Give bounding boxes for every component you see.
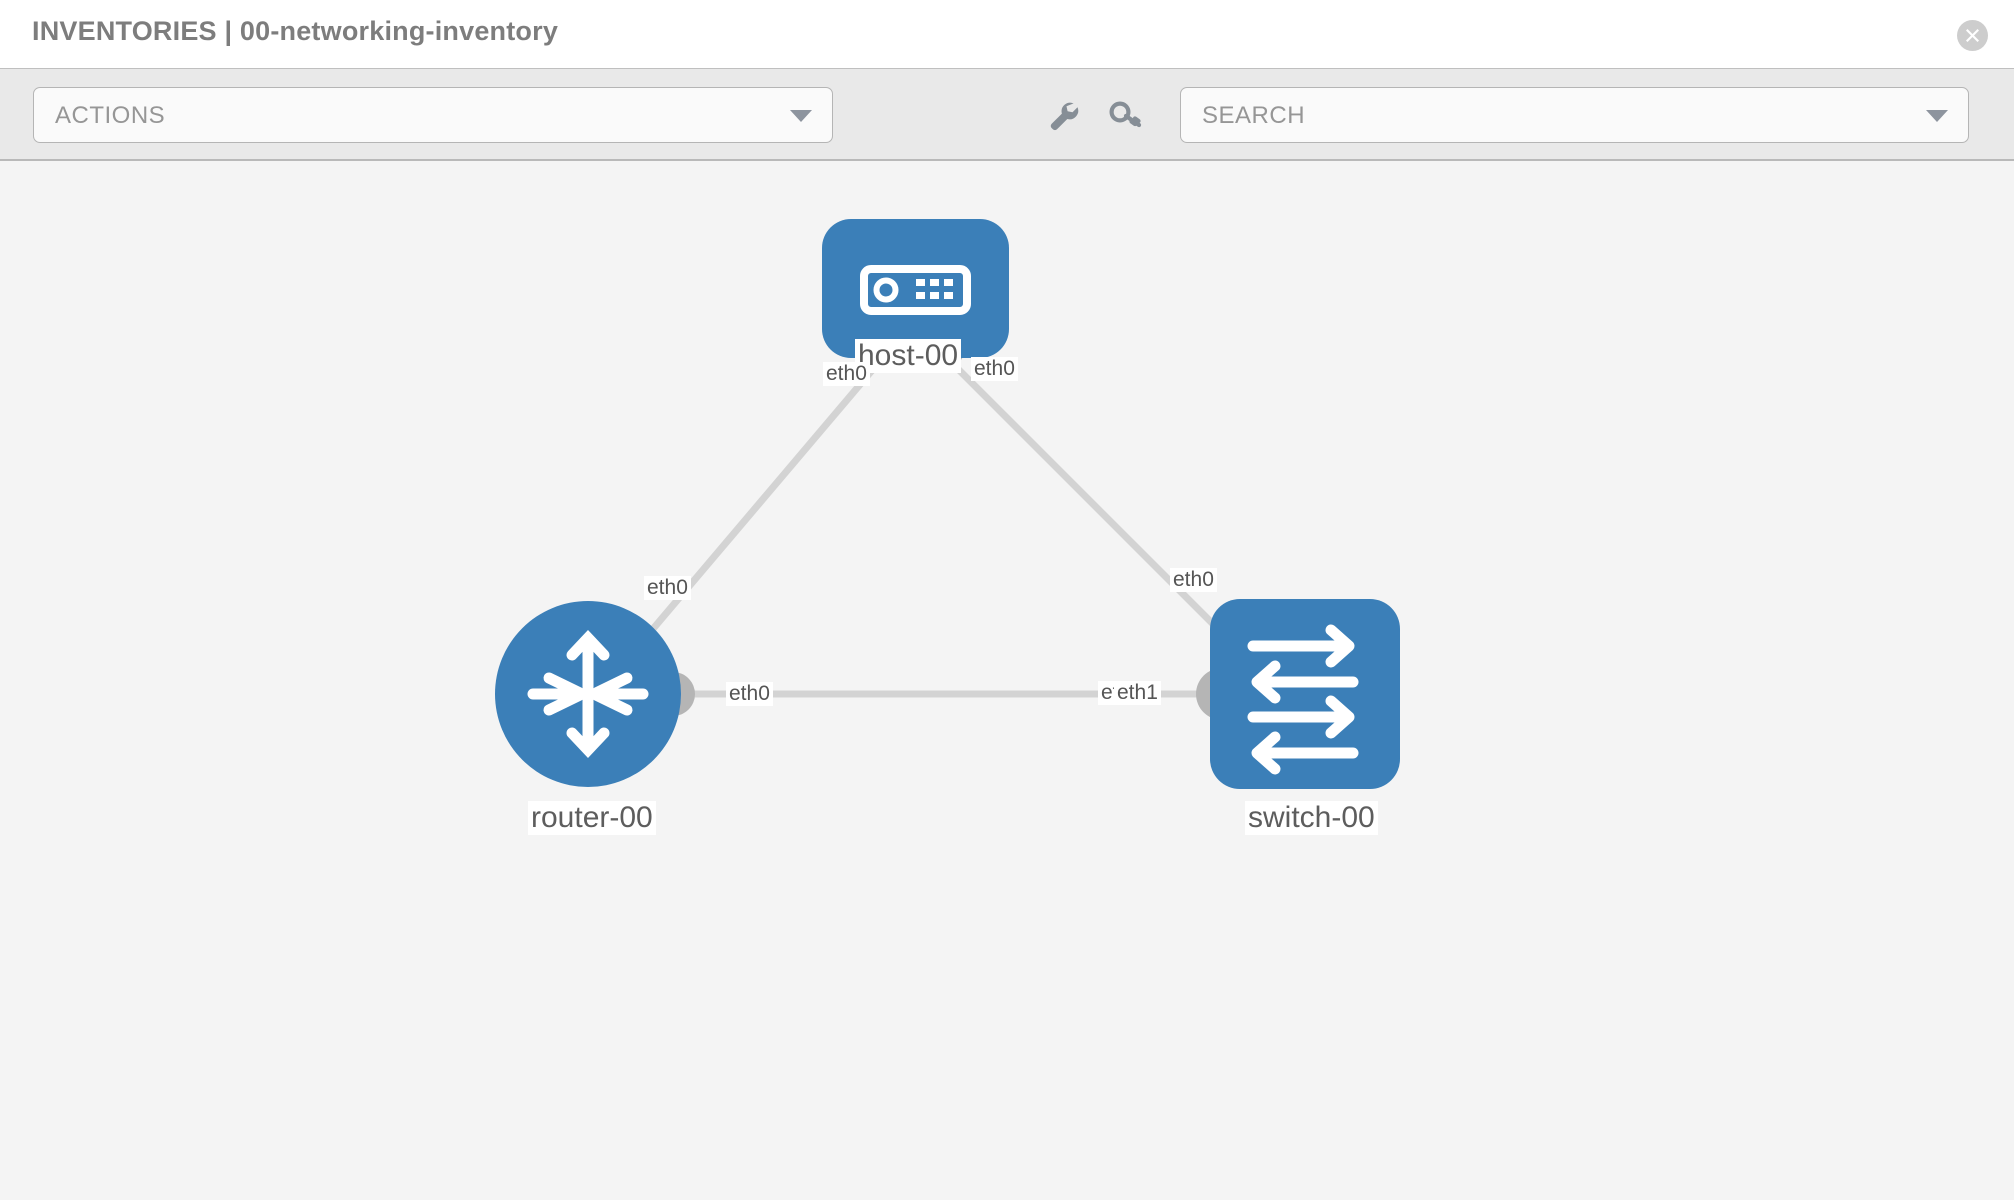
search-input[interactable]: SEARCH [1180,87,1969,143]
topology-canvas[interactable]: host-00 router-00 switch-00 eth0 eth0 et… [0,161,2014,1200]
node-host-00[interactable] [822,219,1009,358]
interface-label-router00-eth0: eth0 [726,682,773,707]
interface-label-switch00-eth0-uplink: eth0 [1170,568,1217,593]
topology-graph [495,219,1400,789]
toolbar: ACTIONS SEARCH [0,68,2014,161]
node-router-00[interactable] [495,601,681,787]
switch-arrows-icon [1247,624,1359,775]
key-icon [1109,101,1142,128]
node-label-router-00: router-00 [528,801,656,835]
router-arrows-icon [527,629,649,759]
node-switch-00[interactable] [1210,599,1400,789]
link-group [627,358,1253,698]
interface-label-host00-eth0-right: eth0 [971,357,1018,382]
node-label-host-00: host-00 [855,339,962,373]
actions-dropdown-label: ACTIONS [55,102,166,129]
page-title: INVENTORIES | 00-networking-inventory [32,16,559,46]
wrench-button[interactable] [1043,95,1083,135]
interface-label-host00-eth0-left: eth0 [823,362,870,387]
link-host00-router00[interactable] [627,358,883,659]
server-icon [860,265,971,315]
close-icon [1966,29,1979,42]
page-header: INVENTORIES | 00-networking-inventory [0,0,2014,68]
search-placeholder: SEARCH [1202,102,1306,129]
wrench-icon [1050,102,1079,131]
link-host00-switch00[interactable] [947,358,1253,664]
close-button[interactable] [1957,20,1988,51]
chevron-down-icon [790,110,812,122]
key-button[interactable] [1105,95,1145,135]
search-chevron-down-icon[interactable] [1926,110,1948,122]
node-label-switch-00: switch-00 [1245,801,1378,835]
interface-label-router00-eth0-uplink: eth0 [644,576,691,601]
interface-label-switch00-eth1: eth1 [1114,681,1161,706]
actions-dropdown[interactable]: ACTIONS [33,87,833,143]
